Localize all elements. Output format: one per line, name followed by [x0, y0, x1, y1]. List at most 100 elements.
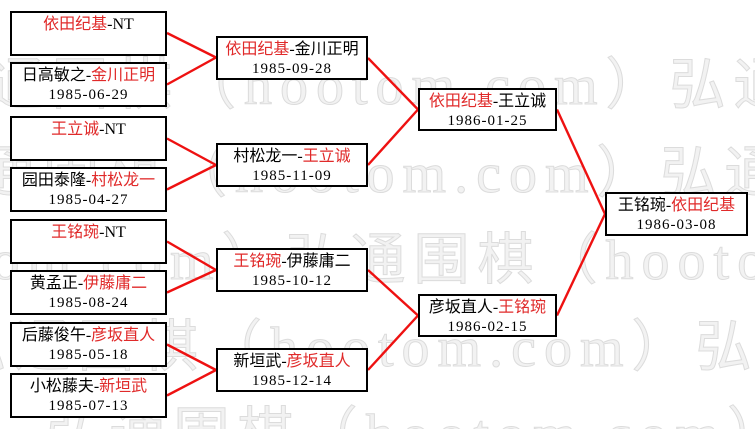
match-date: 1985-09-28 [252, 61, 332, 77]
match-players: 依田纪基-王立诚 [420, 92, 555, 112]
vs-separator: - [85, 67, 92, 84]
player-name: 新垣武 [99, 378, 148, 395]
connector-line [166, 343, 217, 372]
connector-line [166, 368, 217, 397]
connector-line [166, 240, 217, 272]
match-box-r1-g7: 后藤俊午-彦坂直人 1985-05-18 [10, 322, 167, 367]
match-players: 王铭琬-伊藤庸二 [218, 252, 366, 272]
vs-separator: - [85, 172, 92, 189]
player-name: 新垣武 [233, 353, 282, 370]
player-name: 依田纪基 [225, 41, 290, 58]
player-name: 彦坂直人 [286, 353, 351, 370]
match-box-r1-g1: 依田纪基-NT [10, 11, 167, 56]
match-players: 小松藤夫-新垣武 [12, 377, 165, 397]
player-name: 王立诚 [51, 121, 100, 138]
player-name: 王立诚 [498, 93, 547, 110]
vs-separator: - [107, 16, 113, 33]
match-players: 黄孟正-伊藤庸二 [12, 274, 165, 294]
player-name: 王铭琬 [617, 197, 666, 214]
match-players: 王立诚-NT [12, 120, 165, 140]
connector-line [367, 269, 419, 317]
player-name: 彦坂直人 [91, 327, 156, 344]
connector-line [166, 137, 217, 167]
match-players: 后藤俊午-彦坂直人 [12, 326, 165, 346]
match-box-sf-g1: 依田纪基-王立诚 1986-01-25 [418, 88, 557, 131]
vs-separator: - [77, 275, 84, 292]
match-date: 1985-06-29 [48, 87, 129, 103]
match-players: 彦坂直人-王铭琬 [420, 298, 555, 318]
player-name: 依田纪基 [43, 16, 108, 33]
match-box-sf-g2: 彦坂直人-王铭琬 1986-02-15 [418, 294, 557, 337]
connector-line [166, 31, 217, 59]
match-date: 1985-12-14 [252, 373, 332, 389]
match-players: 王铭琬-NT [12, 223, 165, 243]
match-players: 王铭琬-依田纪基 [607, 196, 746, 216]
connector-line [555, 108, 607, 215]
player-name: NT [112, 16, 134, 33]
match-players: 日高敏之-金川正明 [12, 66, 165, 86]
player-name: 金川正明 [91, 67, 156, 84]
connector-line [166, 268, 217, 294]
match-date: 1985-10-12 [252, 273, 332, 289]
watermark-text: 弘通围棋（hootom.com） [695, 317, 755, 380]
vs-separator: - [99, 121, 105, 138]
match-box-r1-g8: 小松藤夫-新垣武 1985-07-13 [10, 373, 167, 418]
match-date: 1985-11-09 [252, 168, 332, 184]
match-date: 1985-08-24 [48, 295, 129, 311]
player-name: 依田纪基 [671, 197, 736, 214]
connector-line [166, 163, 217, 191]
match-date: 1985-05-18 [48, 347, 129, 363]
connector-line [555, 213, 607, 317]
vs-separator: - [492, 93, 499, 110]
match-date: 1986-02-15 [447, 319, 528, 335]
player-name: 依田纪基 [428, 93, 493, 110]
connector-line [367, 314, 419, 371]
player-name: 日高敏之 [21, 67, 86, 84]
player-name: 园田泰隆 [21, 172, 86, 189]
match-box-r2-g2: 村松龙一-王立诚 1985-11-09 [216, 143, 368, 187]
vs-separator: - [99, 224, 105, 241]
player-name: 金川正明 [294, 41, 359, 58]
player-name: 村松龙一 [91, 172, 156, 189]
connector-line [367, 108, 419, 166]
match-box-r1-g6: 黄孟正-伊藤庸二 1985-08-24 [10, 270, 167, 315]
match-box-r2-g1: 依田纪基-金川正明 1985-09-28 [216, 36, 368, 80]
match-players: 依田纪基-NT [12, 15, 165, 35]
match-players: 园田泰隆-村松龙一 [12, 171, 165, 191]
match-box-r2-g3: 王铭琬-伊藤庸二 1985-10-12 [216, 248, 368, 292]
match-players: 新垣武-彦坂直人 [218, 352, 366, 372]
vs-separator: - [665, 197, 672, 214]
player-name: 王铭琬 [498, 299, 547, 316]
vs-separator: - [289, 41, 295, 58]
vs-separator: - [93, 378, 100, 395]
match-box-r1-g5: 王铭琬-NT [10, 219, 167, 264]
player-name: 王铭琬 [233, 253, 282, 270]
connector-line [367, 57, 419, 111]
match-date: 1986-03-08 [636, 217, 717, 233]
watermark-text: 弘通围棋（hootom.com） [669, 55, 755, 118]
match-date: 1985-04-27 [48, 192, 129, 208]
match-box-r1-g2: 日高敏之-金川正明 1985-06-29 [10, 62, 167, 107]
match-players: 依田纪基-金川正明 [218, 40, 366, 60]
vs-separator: - [297, 148, 303, 165]
player-name: 王立诚 [302, 148, 351, 165]
player-name: 伊藤庸二 [83, 275, 148, 292]
vs-separator: - [492, 299, 499, 316]
match-box-r1-g3: 王立诚-NT [10, 116, 167, 161]
match-box-r1-g4: 园田泰隆-村松龙一 1985-04-27 [10, 167, 167, 212]
match-date: 1986-01-25 [447, 113, 528, 129]
player-name: NT [104, 121, 126, 138]
vs-separator: - [85, 327, 92, 344]
match-players: 村松龙一-王立诚 [218, 147, 366, 167]
player-name: 王铭琬 [51, 224, 100, 241]
vs-separator: - [281, 353, 287, 370]
match-box-r2-g4: 新垣武-彦坂直人 1985-12-14 [216, 348, 368, 392]
player-name: 村松龙一 [233, 148, 298, 165]
connector-line [166, 56, 217, 86]
match-box-final: 王铭琬-依田纪基 1986-03-08 [605, 192, 748, 236]
vs-separator: - [281, 253, 287, 270]
player-name: 小松藤夫 [29, 378, 94, 395]
player-name: 伊藤庸二 [286, 253, 351, 270]
